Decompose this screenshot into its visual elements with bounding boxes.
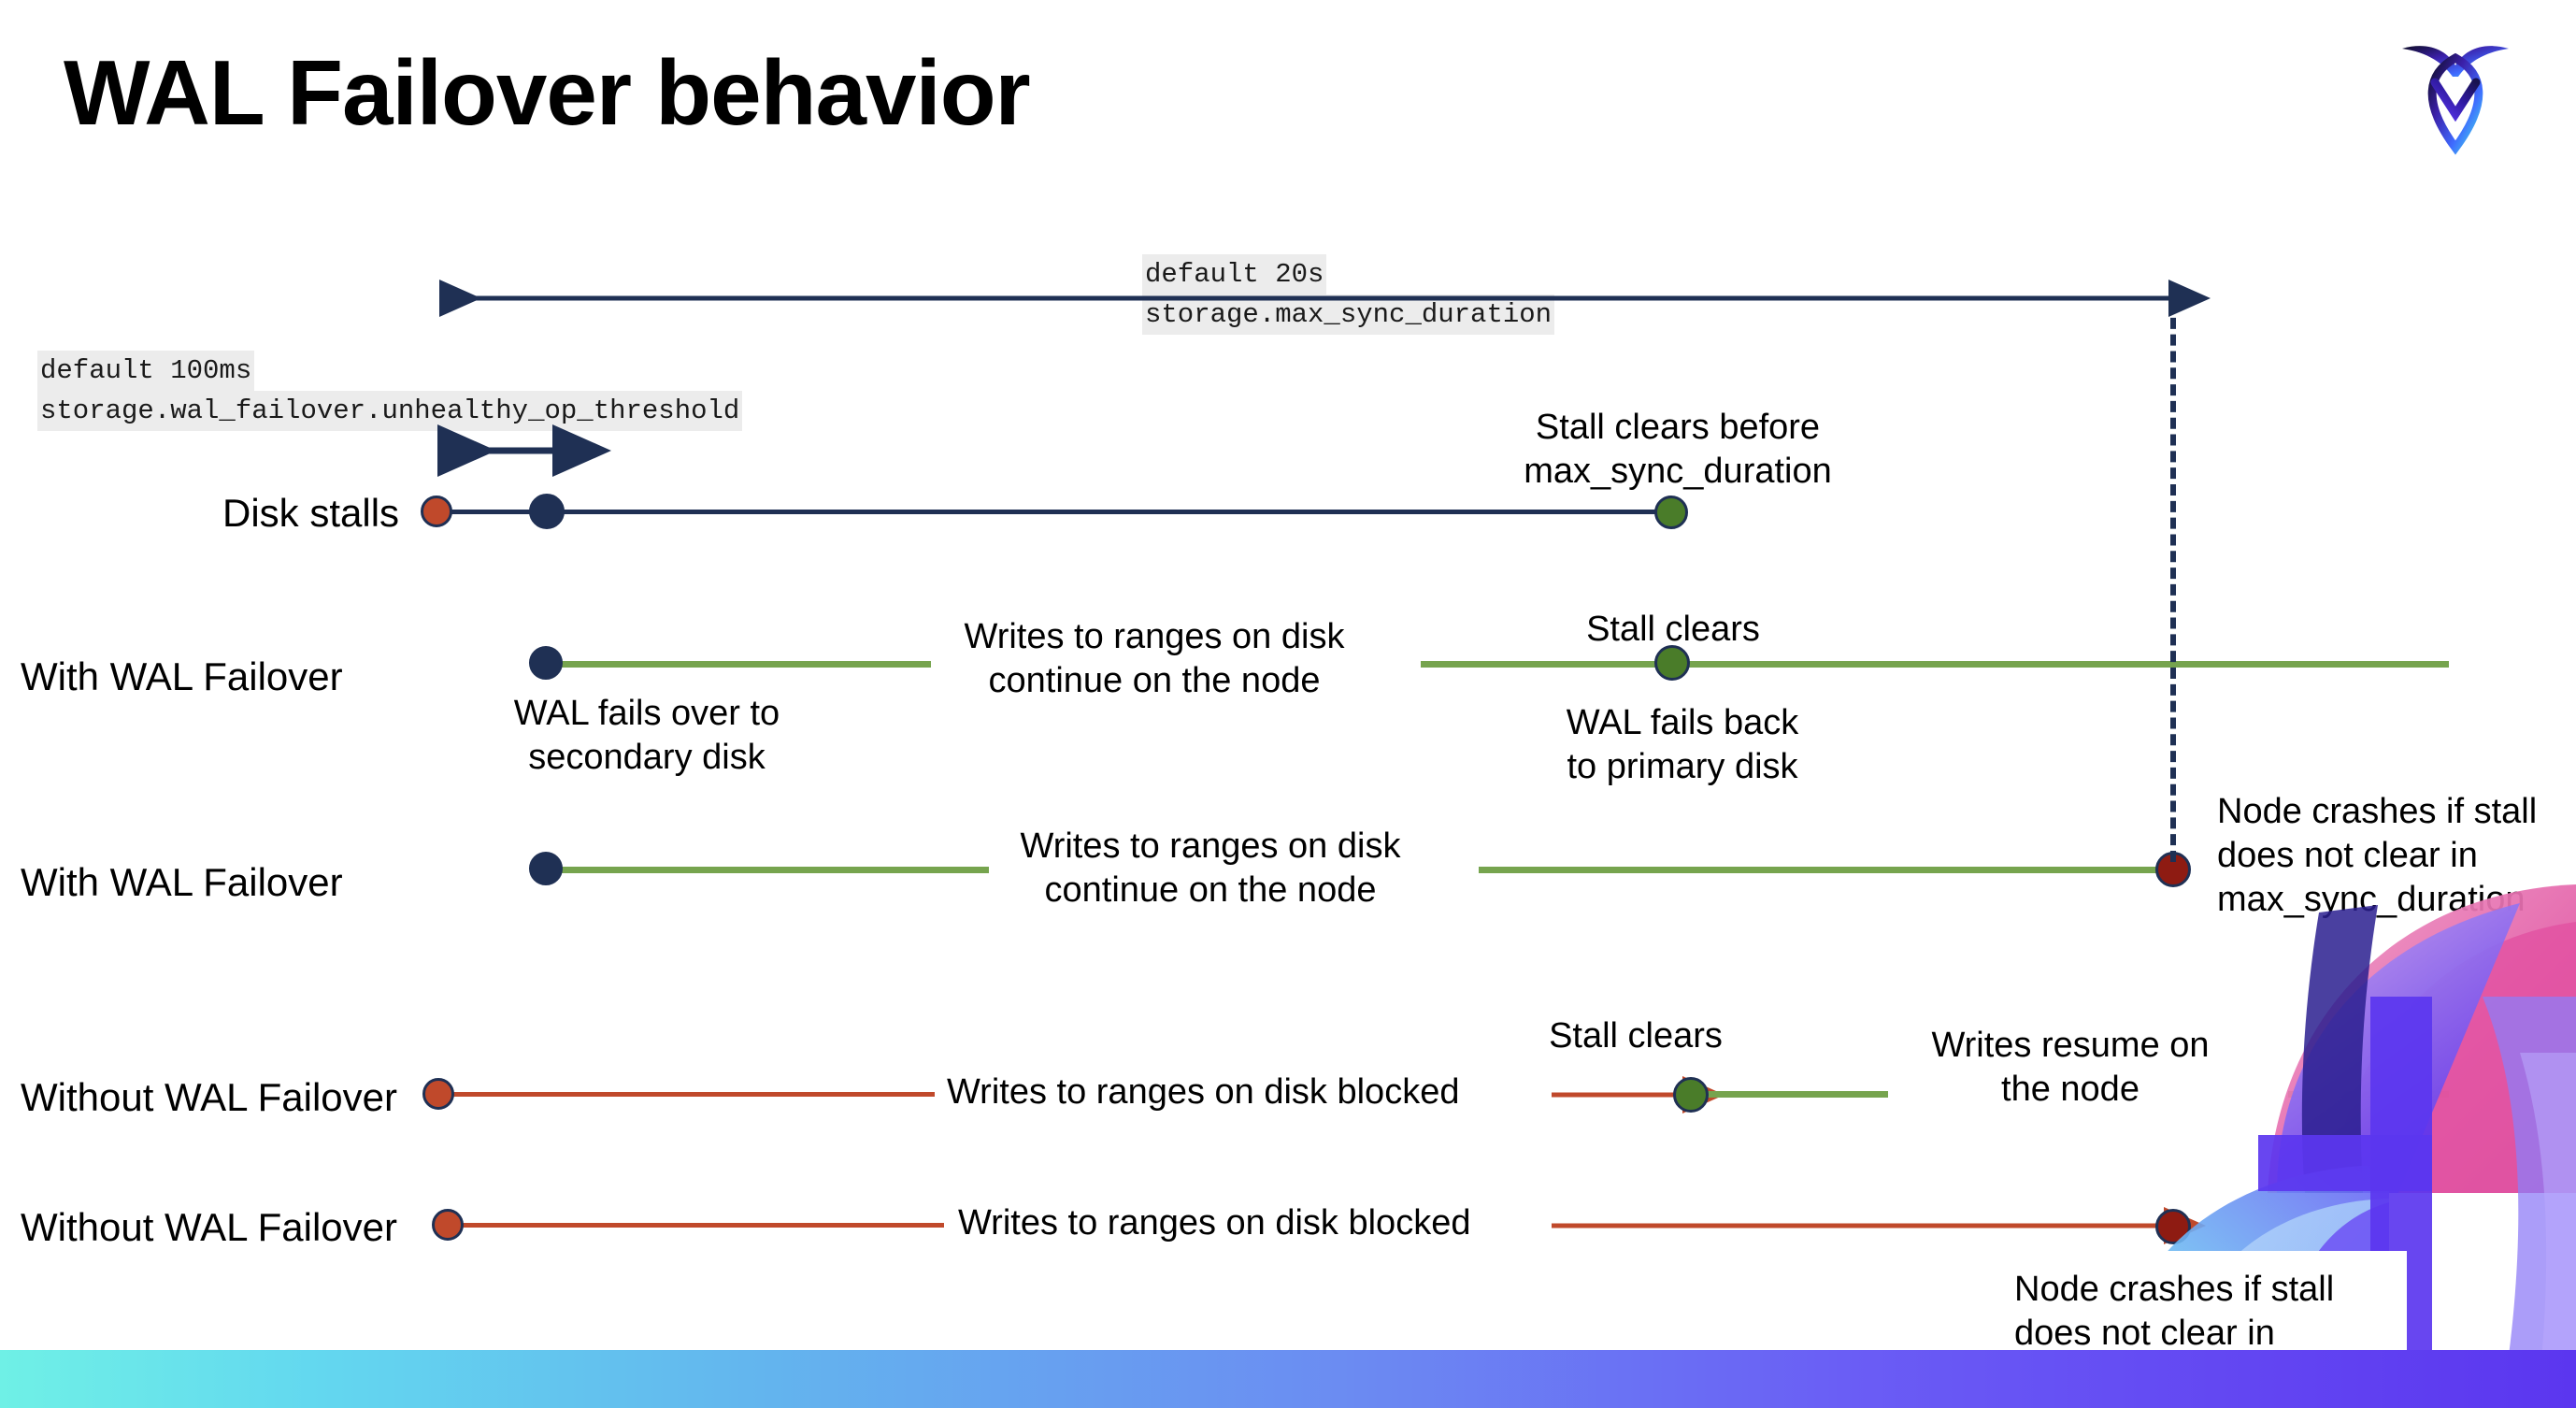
without-failover-2-mid-note: Writes to ranges on disk blocked (958, 1203, 1471, 1243)
disk-stall-threshold-dot (529, 494, 565, 529)
unhealthy-threshold-setting-chip: storage.wal_failover.unhealthy_op_thresh… (37, 391, 743, 431)
unhealthy-threshold-default-chip: default 100ms (37, 351, 255, 391)
without-failover-1-line-b (1696, 1091, 1888, 1098)
max-sync-duration-dashed-connector (2170, 301, 2176, 862)
row-label-with-failover-2: With WAL Failover (21, 860, 343, 904)
without-failover-1-start-dot (422, 1078, 454, 1110)
without-failover-2-crash-dot (2155, 1209, 2191, 1244)
disk-stalls-timeline (437, 510, 1671, 514)
with-failover-1-clear-note: Stall clears (1586, 610, 1760, 649)
disk-stall-start-dot (421, 496, 452, 527)
with-failover-1-failover-dot (529, 646, 563, 680)
row-label-disk-stalls: Disk stalls (222, 491, 400, 535)
with-failover-1-line-b (1421, 661, 2449, 668)
with-failover-1-line-a (540, 661, 931, 668)
page-title: WAL Failover behavior (64, 41, 1031, 144)
without-failover-2-start-dot (432, 1209, 464, 1241)
max-sync-default-chip: default 20s (1142, 254, 1327, 295)
without-failover-1-clear-note: Stall clears (1549, 1016, 1723, 1056)
row-label-without-failover-2: Without WAL Failover (21, 1205, 397, 1249)
without-failover-2-line-a (447, 1223, 944, 1228)
bottom-accent-bar (0, 1350, 2576, 1408)
row-label-without-failover-1: Without WAL Failover (21, 1075, 397, 1119)
without-failover-1-line-c (2288, 1091, 2449, 1098)
row-label-with-failover-1: With WAL Failover (21, 654, 343, 698)
cockroachdb-logo-icon (2385, 28, 2526, 159)
max-sync-setting-chip: storage.max_sync_duration (1142, 295, 1555, 335)
without-failover-1-mid-note: Writes to ranges on disk blocked (947, 1072, 1460, 1112)
with-failover-2-failover-dot (529, 852, 563, 885)
without-failover-1-stall-clear-dot (1673, 1077, 1709, 1113)
with-failover-2-crash-dot (2155, 852, 2191, 887)
with-failover-2-line-b (1479, 867, 2172, 873)
disk-stall-clear-dot (1654, 496, 1688, 529)
without-failover-1-line-a (437, 1092, 935, 1097)
with-failover-2-line-a (540, 867, 989, 873)
with-failover-1-stall-clear-dot (1654, 645, 1690, 681)
